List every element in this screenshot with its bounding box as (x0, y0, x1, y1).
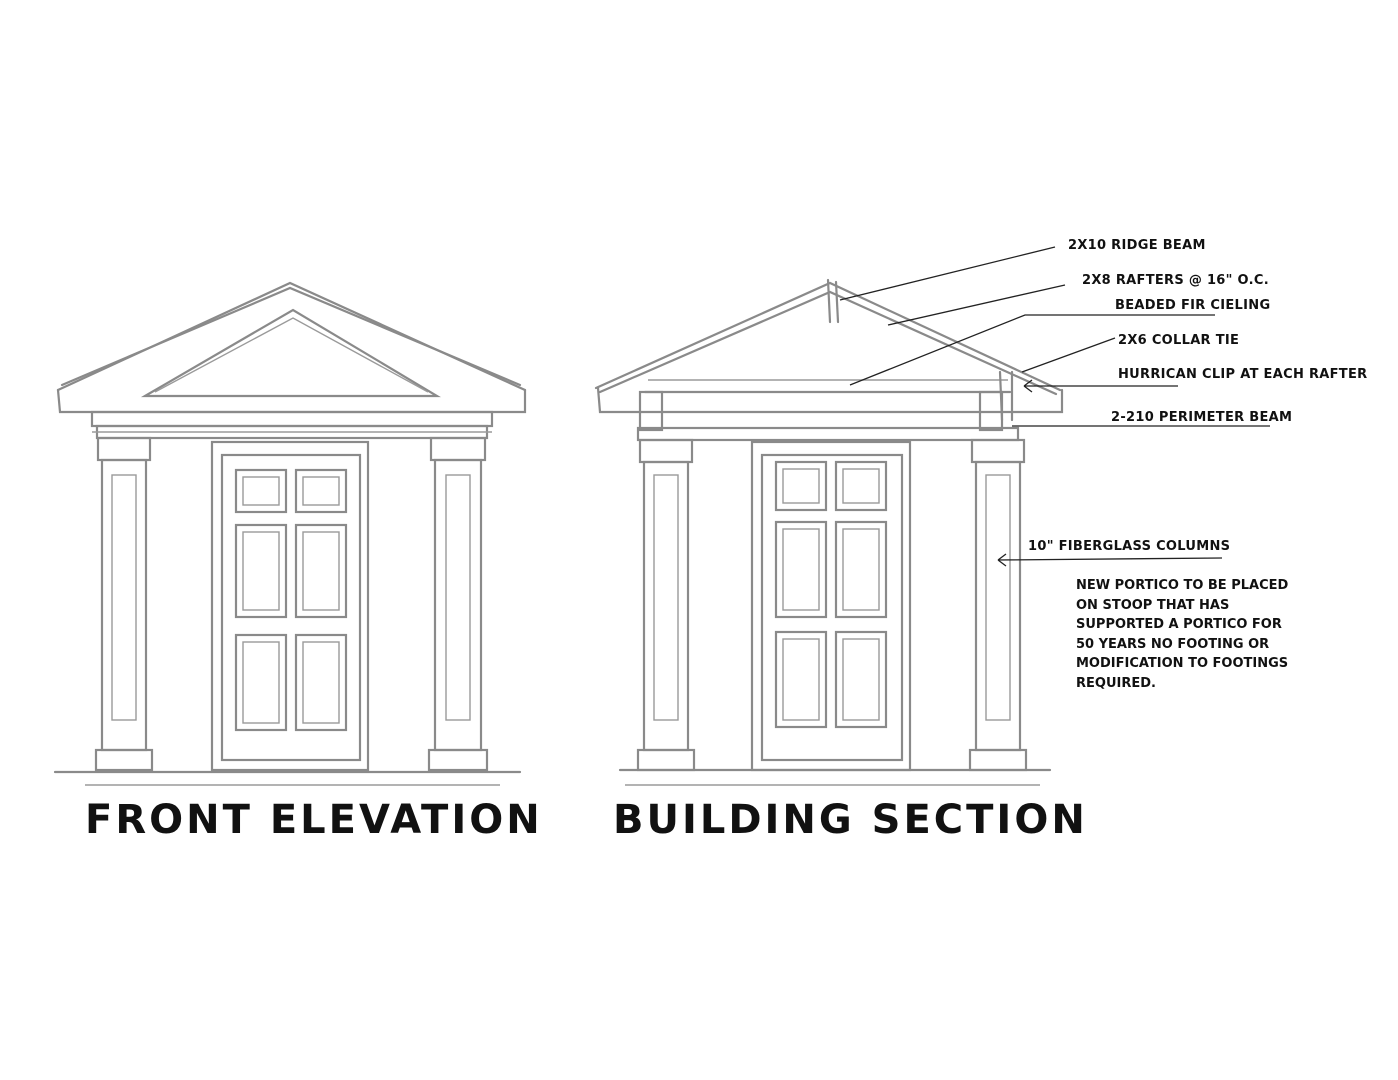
front-elevation-drawing (53, 281, 527, 786)
note-line: ON STOOP THAT HAS (1076, 597, 1230, 613)
callout-ridge-beam: 2X10 RIDGE BEAM (1068, 238, 1206, 253)
callout-collar-tie: 2X6 COLLAR TIE (1118, 333, 1240, 348)
callout-perimeter-beam: 2-210 PERIMETER BEAM (1111, 410, 1293, 425)
ground-line (53, 770, 522, 786)
building-section-title: BUILDING SECTION (613, 797, 1088, 843)
section-column-right (968, 438, 1028, 772)
section-column-left (636, 438, 696, 772)
callout-rafters: 2X8 RAFTERS @ 16" O.C. (1082, 273, 1269, 288)
portico-note: NEW PORTICO TO BE PLACED ON STOOP THAT H… (1076, 576, 1288, 693)
note-line: NEW PORTICO TO BE PLACED (1076, 578, 1289, 593)
note-line: REQUIRED. (1076, 675, 1156, 691)
section-ground-line (618, 768, 1052, 786)
note-line: SUPPORTED A PORTICO FOR (1076, 617, 1282, 632)
pediment (56, 281, 527, 414)
note-line: 50 YEARS NO FOOTING OR (1076, 636, 1270, 652)
column-right (427, 436, 489, 772)
note-line: MODIFICATION TO FOOTINGS (1076, 656, 1289, 671)
callout-hurricane-clip: HURRICAN CLIP AT EACH RAFTER (1118, 367, 1368, 382)
leader-lines (839, 246, 1270, 567)
front-elevation-title: FRONT ELEVATION (85, 797, 543, 843)
entablature (90, 410, 494, 440)
perimeter-beam (636, 370, 1020, 442)
callout-ceiling: BEADED FIR CIELING (1115, 298, 1271, 313)
building-section-drawing (594, 246, 1270, 786)
column-left (94, 436, 154, 772)
roof (594, 278, 1064, 414)
callout-columns: 10" FIBERGLASS COLUMNS (1028, 539, 1231, 554)
door (210, 440, 370, 772)
section-door (750, 440, 912, 772)
